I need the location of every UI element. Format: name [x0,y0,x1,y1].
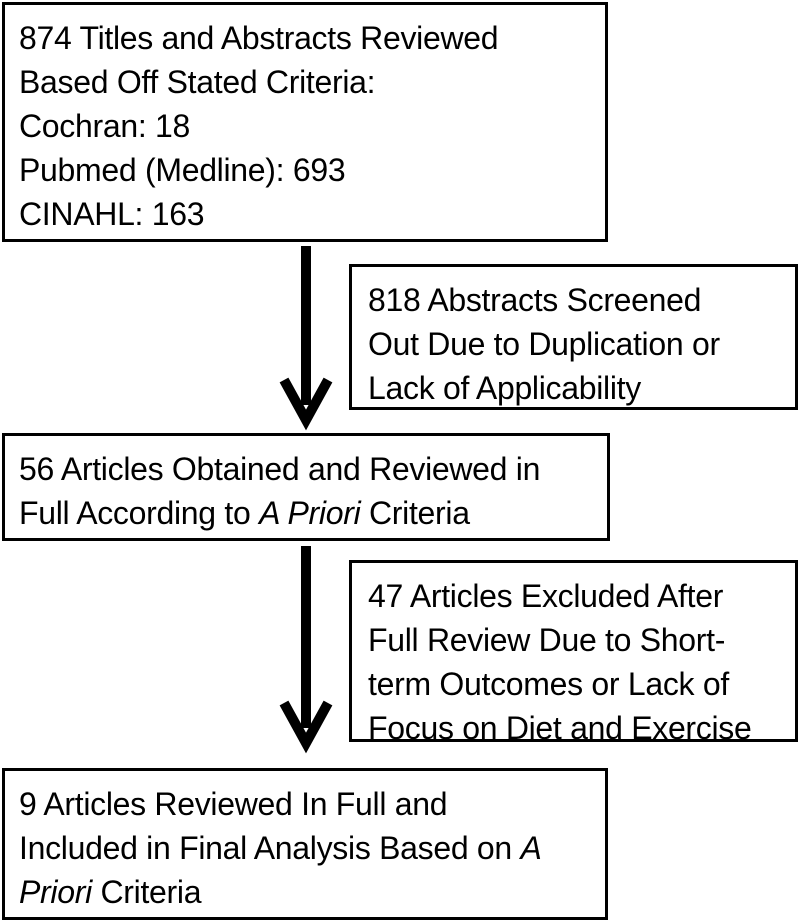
excluded-line-4: Focus on Diet and Exercise [368,710,752,746]
screened-out-line-2: Out Due to Duplication or [368,326,720,362]
included-box: 9 Articles Reviewed In Full and Included… [2,768,608,920]
included-line-1: 9 Articles Reviewed In Full and [19,786,448,822]
full-text-a-priori: A Priori [259,495,361,531]
arrow-1-head [279,377,333,431]
full-text-line-1: 56 Articles Obtained and Reviewed in [19,451,541,487]
excluded-box: 47 Articles Excluded After Full Review D… [349,560,798,746]
excluded-line-1: 47 Articles Excluded After [368,578,724,614]
identified-line-4: Pubmed (Medline): 693 [19,152,346,188]
identified-line-1: 874 Titles and Abstracts Reviewed [19,20,499,56]
included-line-3: Priori Criteria [19,870,591,914]
identified-line-5: CINAHL: 163 [19,196,205,232]
identified-line-3: Cochran: 18 [19,108,191,144]
arrow-2 [279,546,333,754]
arrow-2-head [279,700,333,754]
screened-out-box: 818 Abstracts Screened Out Due to Duplic… [349,264,798,410]
excluded-line-2: Full Review Due to Short- [368,622,726,658]
full-text-line-2-post: Criteria [360,495,470,531]
screened-out-line-1: 818 Abstracts Screened [368,282,702,318]
full-text-line-2-pre: Full According to [19,495,260,531]
included-a: A [520,830,542,866]
included-priori: Priori [19,874,92,910]
full-text-box: 56 Articles Obtained and Reviewed in Ful… [2,433,610,541]
arrow-1 [279,246,333,431]
included-line-2: Included in Final Analysis Based on A [19,826,591,870]
included-line-2-pre: Included in Final Analysis Based on [19,830,521,866]
identified-box: 874 Titles and Abstracts Reviewed Based … [2,2,608,242]
full-text-line-2: Full According to A Priori Criteria [19,491,593,535]
identified-line-2: Based Off Stated Criteria: [19,64,376,100]
screened-out-line-3: Lack of Applicability [368,370,641,406]
included-line-3-post: Criteria [91,874,202,910]
excluded-line-3: term Outcomes or Lack of [368,666,729,702]
